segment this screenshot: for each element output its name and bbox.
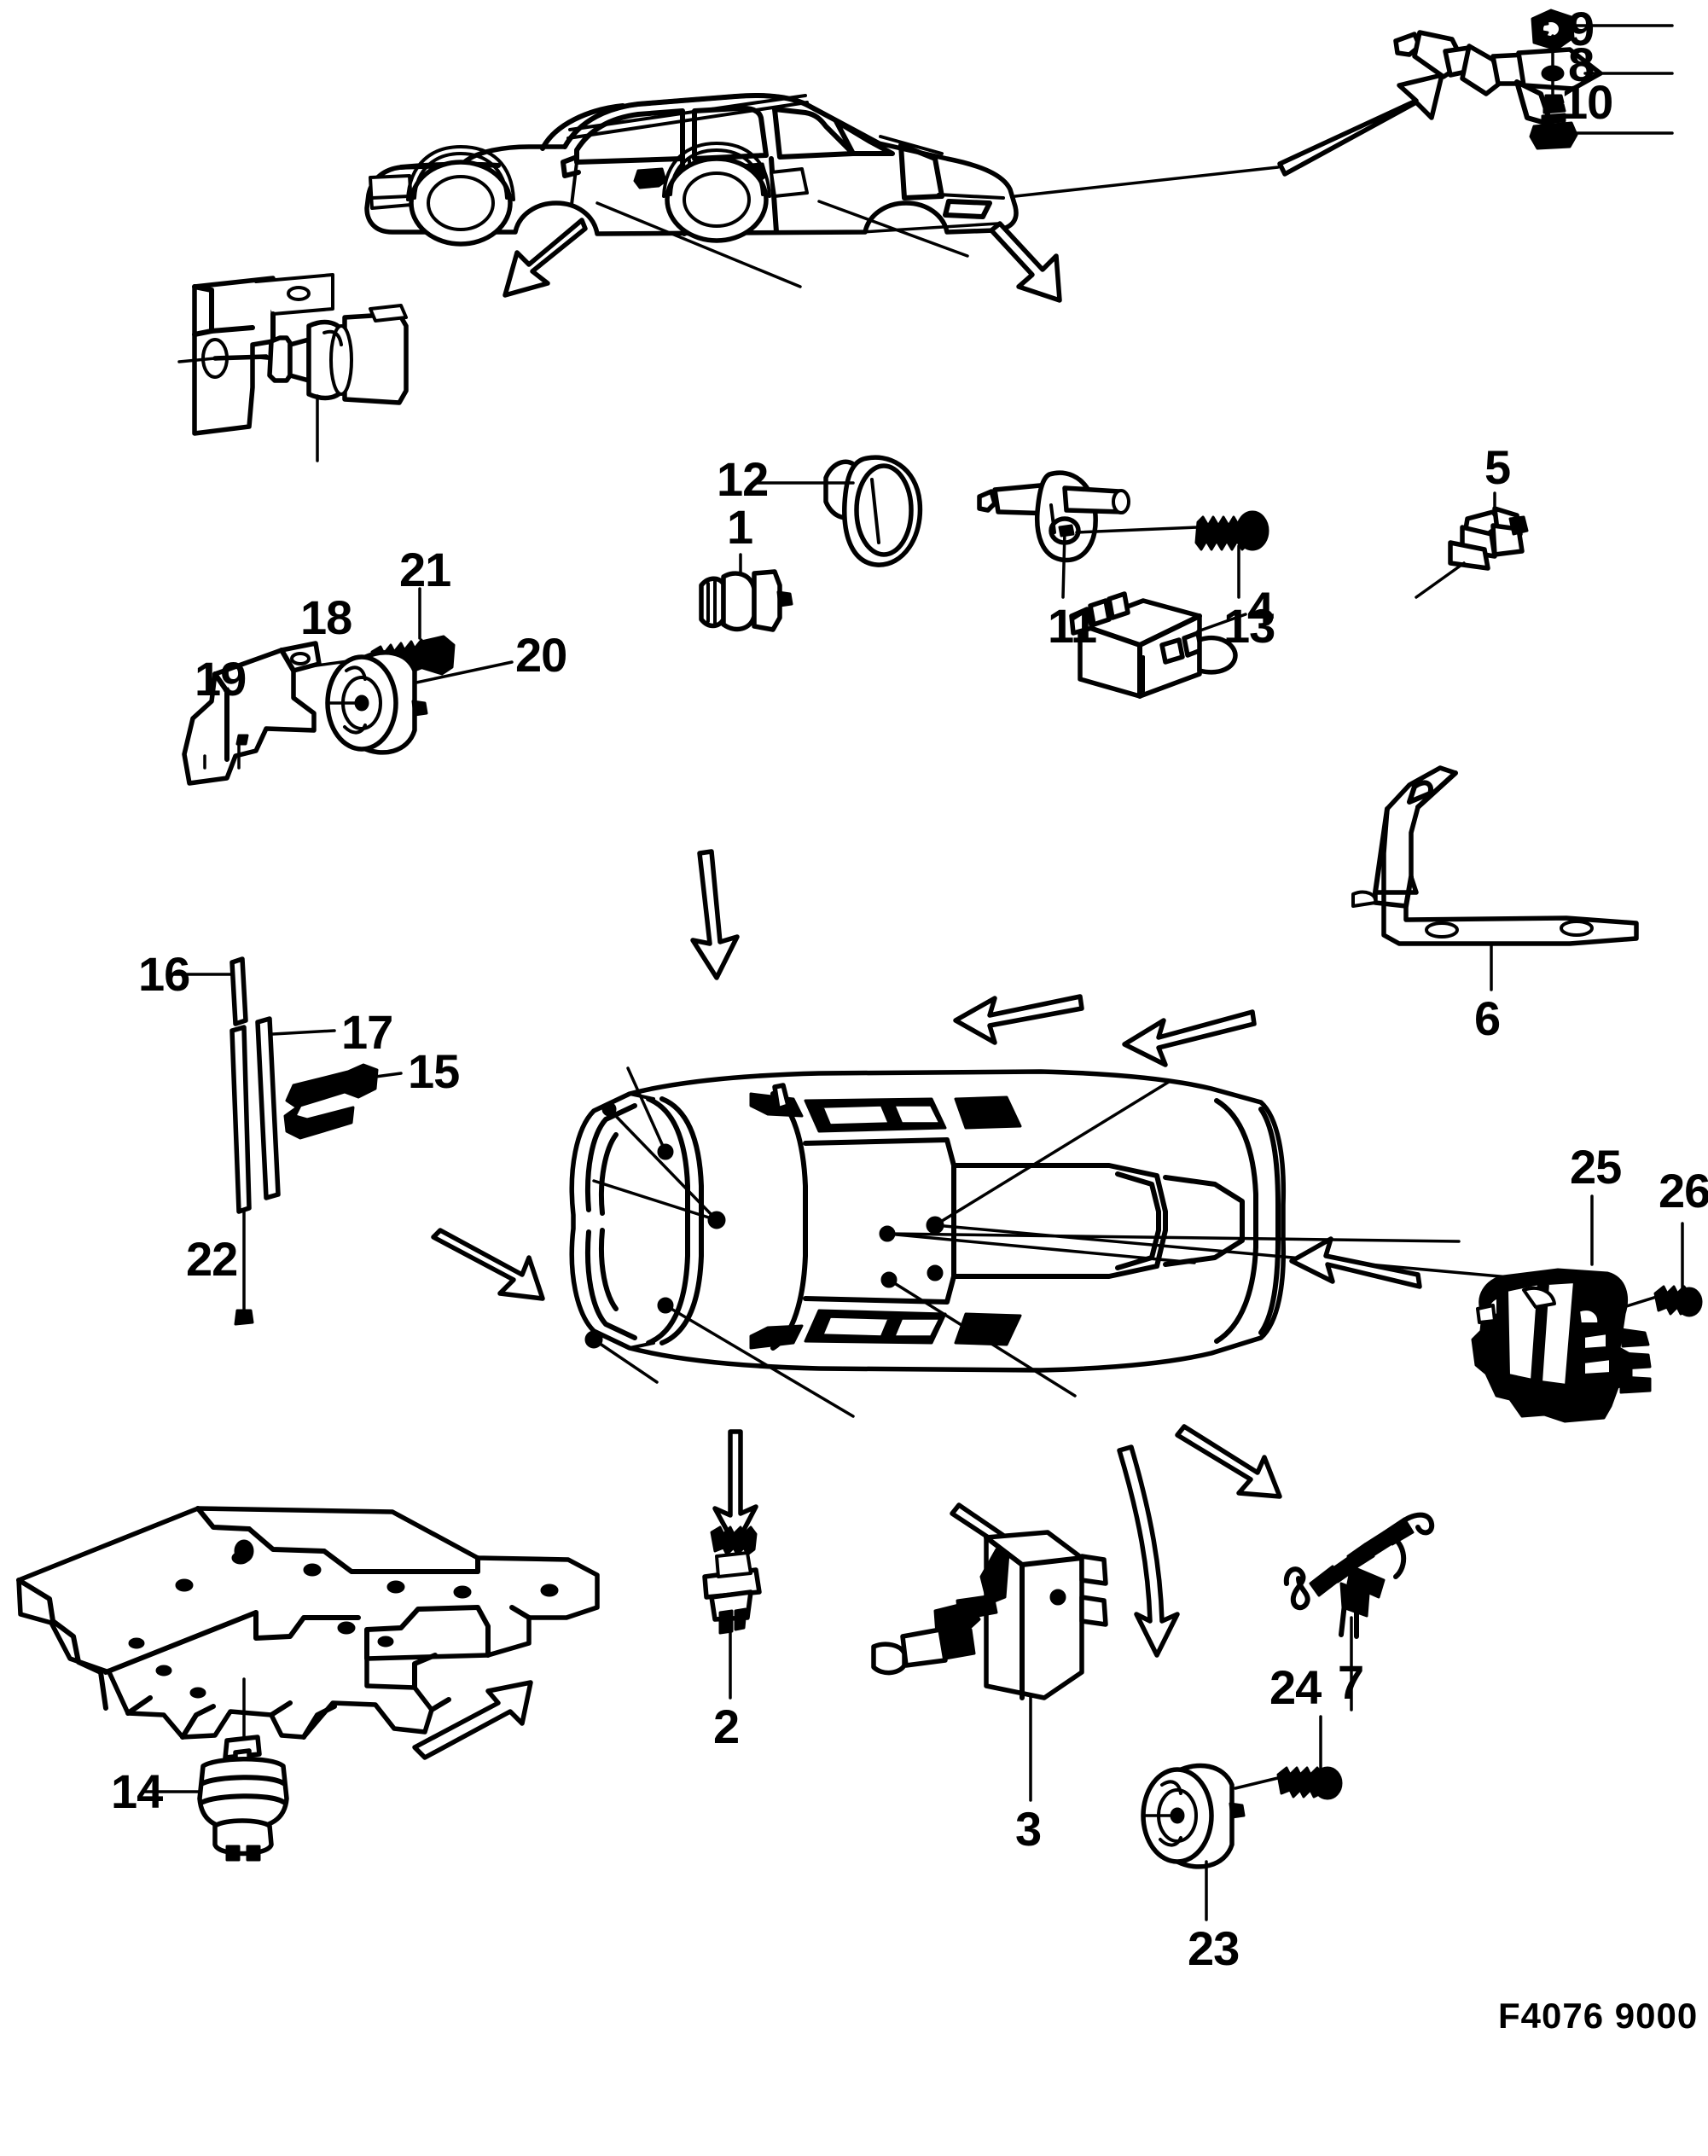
- leader-lines-topview: [412, 849, 1520, 1760]
- callout-4: 4: [1247, 582, 1274, 636]
- callout-23: 23: [1188, 1921, 1240, 1975]
- part-23-vacuum-pump-unit: [1141, 1763, 1246, 1921]
- part-11-striker-pin: [977, 470, 1130, 599]
- part-4-relay-switch-box: [1069, 591, 1247, 699]
- part-26-screw: [1606, 1222, 1703, 1317]
- part-3-lock-actuator-motor: [871, 1530, 1108, 1802]
- part-16-rod-long: [169, 956, 254, 1326]
- callout-5: 5: [1484, 440, 1511, 494]
- part-17-rod-short: [255, 1016, 336, 1200]
- part-25-door-latch-assembly: [1471, 1194, 1652, 1423]
- callout-20: 20: [515, 628, 567, 682]
- part-1-switch: [699, 553, 793, 632]
- floor-panel: [16, 1506, 600, 1740]
- part-12-grommet: [756, 455, 923, 567]
- part-24-screw: [1234, 1715, 1343, 1800]
- part-8-9-10-assembly: [1393, 9, 1674, 150]
- callout-21: 21: [399, 543, 451, 596]
- leader-arrows-top: [503, 73, 1444, 303]
- callout-17: 17: [341, 1005, 393, 1059]
- part-6-z-bracket: [1351, 765, 1639, 991]
- callout-26: 26: [1659, 1164, 1708, 1217]
- part-14-vacuum-actuator: [143, 1677, 289, 1862]
- callout-15: 15: [408, 1044, 460, 1098]
- callout-16: 16: [138, 947, 190, 1001]
- part-22-bracket: [182, 641, 322, 786]
- part-15-retaining-clip: [283, 1063, 403, 1140]
- callout-7: 7: [1338, 1655, 1364, 1709]
- part-18-lock-cylinder-switch: [212, 304, 409, 462]
- part-2-switch: [702, 1525, 762, 1700]
- part-13-screw: [1075, 510, 1269, 599]
- part-20-vacuum-pump: [325, 650, 514, 755]
- callout-18: 18: [300, 590, 352, 644]
- callout-10: 10: [1561, 75, 1613, 129]
- part-7-spring-link: [1283, 1512, 1435, 1711]
- side-view-car: [364, 93, 1019, 247]
- callout-13: 13: [1223, 599, 1275, 653]
- callout-14: 14: [111, 1764, 163, 1818]
- callout-1: 1: [727, 500, 753, 554]
- callout-11: 11: [1048, 599, 1097, 653]
- callout-9: 9: [1568, 2, 1595, 55]
- callout-8: 8: [1568, 38, 1595, 91]
- callout-24: 24: [1269, 1660, 1322, 1714]
- callout-2: 2: [713, 1700, 740, 1753]
- callout-3: 3: [1015, 1802, 1042, 1856]
- top-view-car: [569, 1069, 1287, 1373]
- callout-22: 22: [186, 1232, 238, 1286]
- callout-25: 25: [1570, 1140, 1622, 1194]
- callout-19: 19: [195, 652, 247, 706]
- callout-6: 6: [1474, 991, 1501, 1045]
- figure-code: F4076 9000: [1498, 1996, 1699, 2036]
- callout-12: 12: [717, 452, 769, 506]
- part-5-micro-switch: [1415, 491, 1529, 599]
